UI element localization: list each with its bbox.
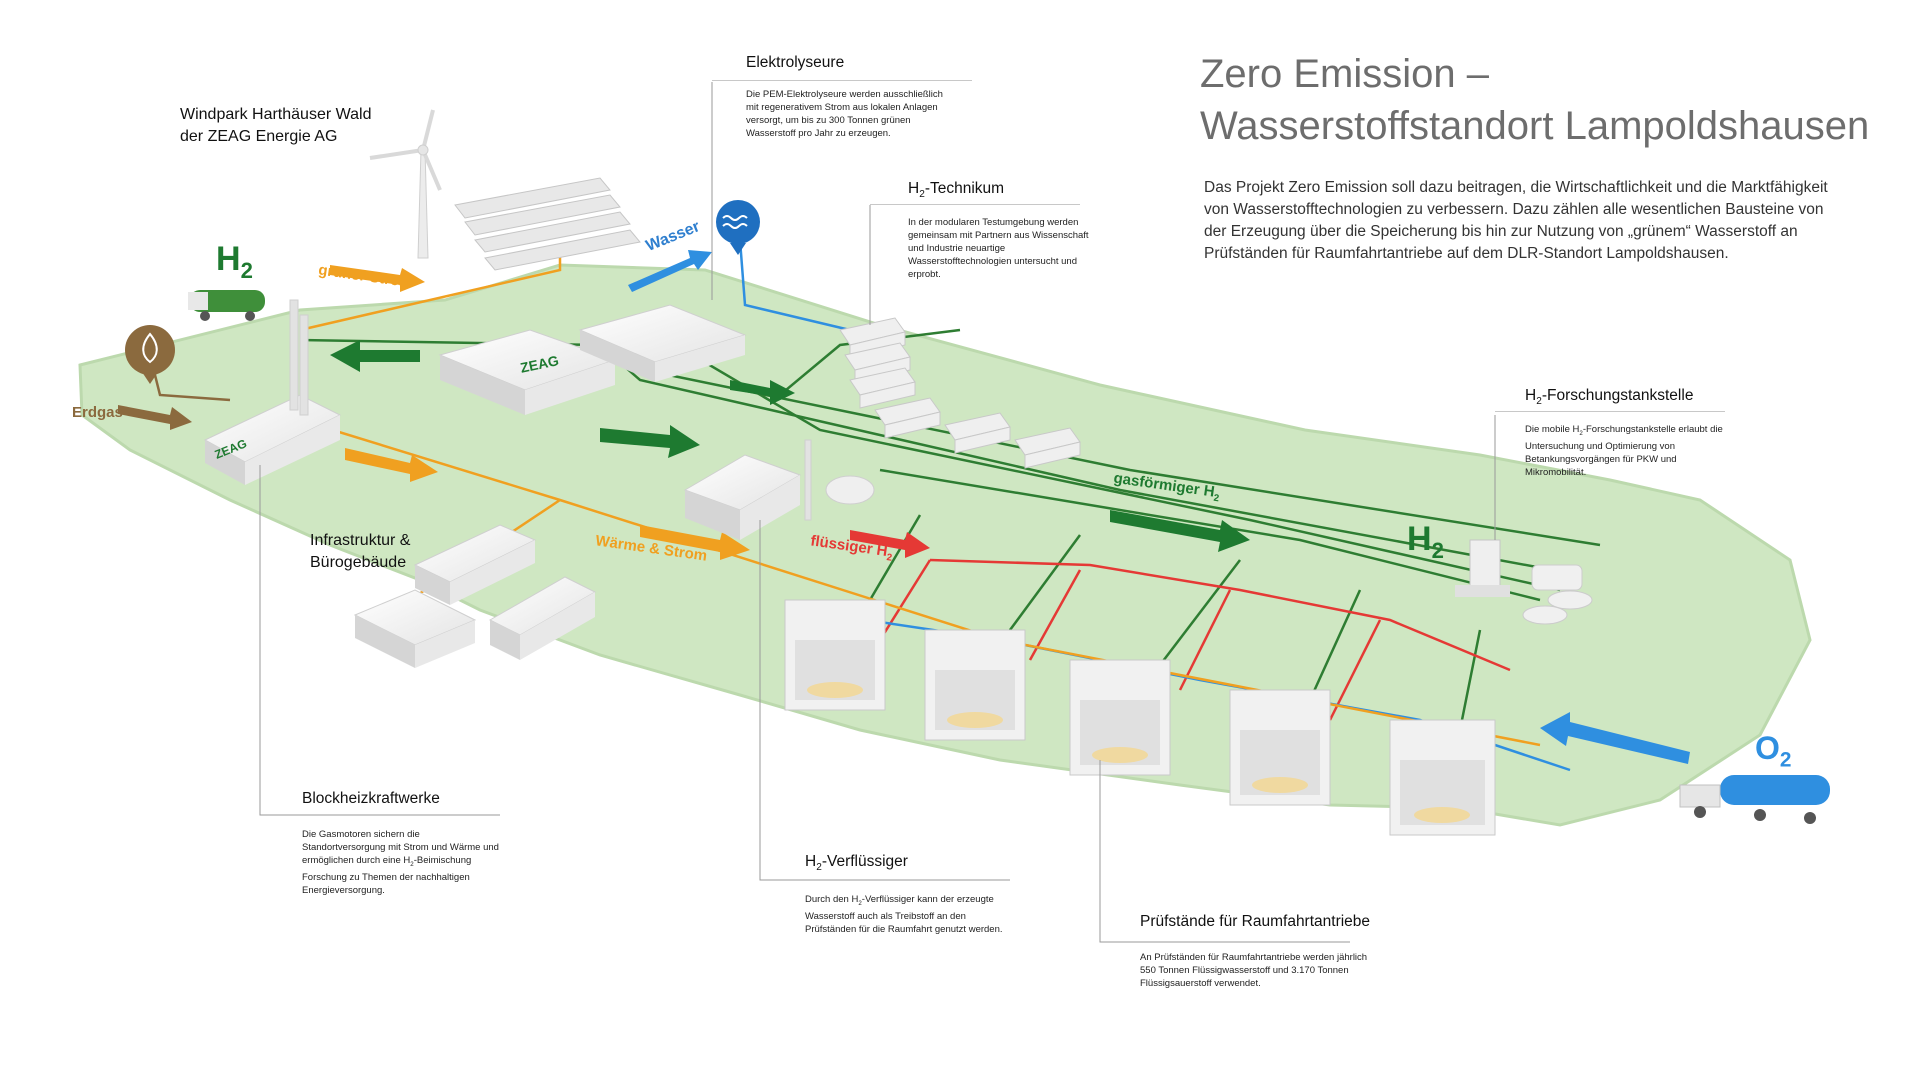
callout-technikum-title: H2-Technikum: [908, 180, 1005, 201]
test-stand-2: [924, 629, 1026, 741]
test-stand-3: [1069, 659, 1171, 776]
green-arrow-small: [730, 380, 795, 405]
green-arrow-gas: [1110, 510, 1250, 552]
technikum-containers: [839, 317, 1081, 469]
callout-tankstelle-text: Die mobile H2-Forschungstankstelle erlau…: [1525, 424, 1723, 478]
test-stands: [784, 599, 1496, 836]
callout-bhkw-text: Die Gasmotoren sichern die Standortverso…: [302, 829, 499, 896]
callout-bhkw: Blockheizkraftwerke Die Gasmotoren siche…: [302, 790, 502, 897]
solar-panel-icon: [454, 177, 641, 271]
orange-arrow-waerme1: [345, 448, 438, 482]
callout-verfluessiger: H2-Verflüssiger Durch den H2-Verflüssige…: [805, 853, 1015, 936]
test-stand-4: [1229, 689, 1331, 806]
orange-arrow-strom: [330, 265, 425, 292]
water-drop-icon: [716, 200, 760, 255]
green-arrow-mid: [600, 425, 700, 458]
fuel-pump-icon: [1455, 539, 1510, 597]
test-stand-5: [1389, 719, 1496, 836]
test-stand-1: [784, 599, 886, 711]
h2-left-badge: H2: [216, 240, 253, 283]
verfluessiger-building: [683, 439, 875, 540]
bhkw-building: [203, 299, 342, 485]
h2-truck-icon: [188, 290, 265, 321]
flow-arrows: [118, 250, 1690, 764]
infrastruktur-label: Infrastruktur & Bürogebäude: [310, 532, 411, 571]
callout-tankstelle-title: H2-Forschungstankstelle: [1525, 387, 1694, 408]
blue-arrow-wasser: [628, 250, 712, 292]
green-arrow-left: [330, 340, 420, 372]
red-arrow-liquid: [850, 530, 930, 558]
page-title-line-1: Zero Emission –: [1200, 52, 1489, 96]
label-erdgas: Erdgas: [72, 404, 123, 421]
gas-flame-icon: [125, 325, 175, 384]
callout-verfluessiger-text: Durch den H2-Verflüssiger kann der erzeu…: [805, 894, 1003, 935]
intro-text: Das Projekt Zero Emission soll dazu beit…: [1204, 179, 1828, 262]
wind-turbine-icon: [369, 109, 442, 259]
elektrolyseur-building-2: [578, 304, 747, 382]
callout-bhkw-title: Blockheizkraftwerke: [302, 790, 440, 807]
office-buildings: [353, 524, 597, 668]
callout-pruefstaende: Prüfstände für Raumfahrtantriebe An Prüf…: [1140, 913, 1380, 990]
callout-pruefstaende-title: Prüfstände für Raumfahrtantriebe: [1140, 913, 1371, 930]
blue-arrow-o2: [1540, 712, 1690, 764]
callout-technikum: H2-Technikum In der modularen Testumgebu…: [870, 180, 1103, 281]
brown-arrow-erdgas: [118, 405, 192, 430]
orange-arrow-waerme2: [640, 525, 750, 560]
callout-pruefstaende-text: An Prüfständen für Raumfahrtantriebe wer…: [1140, 952, 1368, 989]
o2-badge: O2: [1755, 730, 1792, 772]
elektrolyseur-building-1: [438, 329, 617, 415]
car-icon: [1522, 564, 1593, 625]
h2-right-badge: H2: [1407, 520, 1444, 563]
o2-truck-icon: [1679, 775, 1830, 824]
callout-elektrolyseure: Elektrolyseure Die PEM-Elektrolyseure we…: [712, 54, 972, 140]
windpark-label: Windpark Harthäuser Wald der ZEAG Energi…: [180, 106, 372, 145]
callout-tankstelle: H2-Forschungstankstelle Die mobile H2-Fo…: [1495, 387, 1735, 479]
callout-technikum-text: In der modularen Testumgebung werden gem…: [908, 217, 1089, 281]
page-title: Zero Emission – Wasserstoffstandort Lamp…: [1200, 48, 1869, 152]
callout-elektrolyseure-text: Die PEM-Elektrolyseure werden ausschließ…: [746, 89, 943, 139]
callout-verfluessiger-title: H2-Verflüssiger: [805, 853, 908, 874]
page-title-line-2: Wasserstoffstandort Lampoldshausen: [1200, 104, 1870, 148]
leader-lines: [259, 82, 1496, 943]
callout-elektrolyseure-title: Elektrolyseure: [746, 54, 845, 71]
